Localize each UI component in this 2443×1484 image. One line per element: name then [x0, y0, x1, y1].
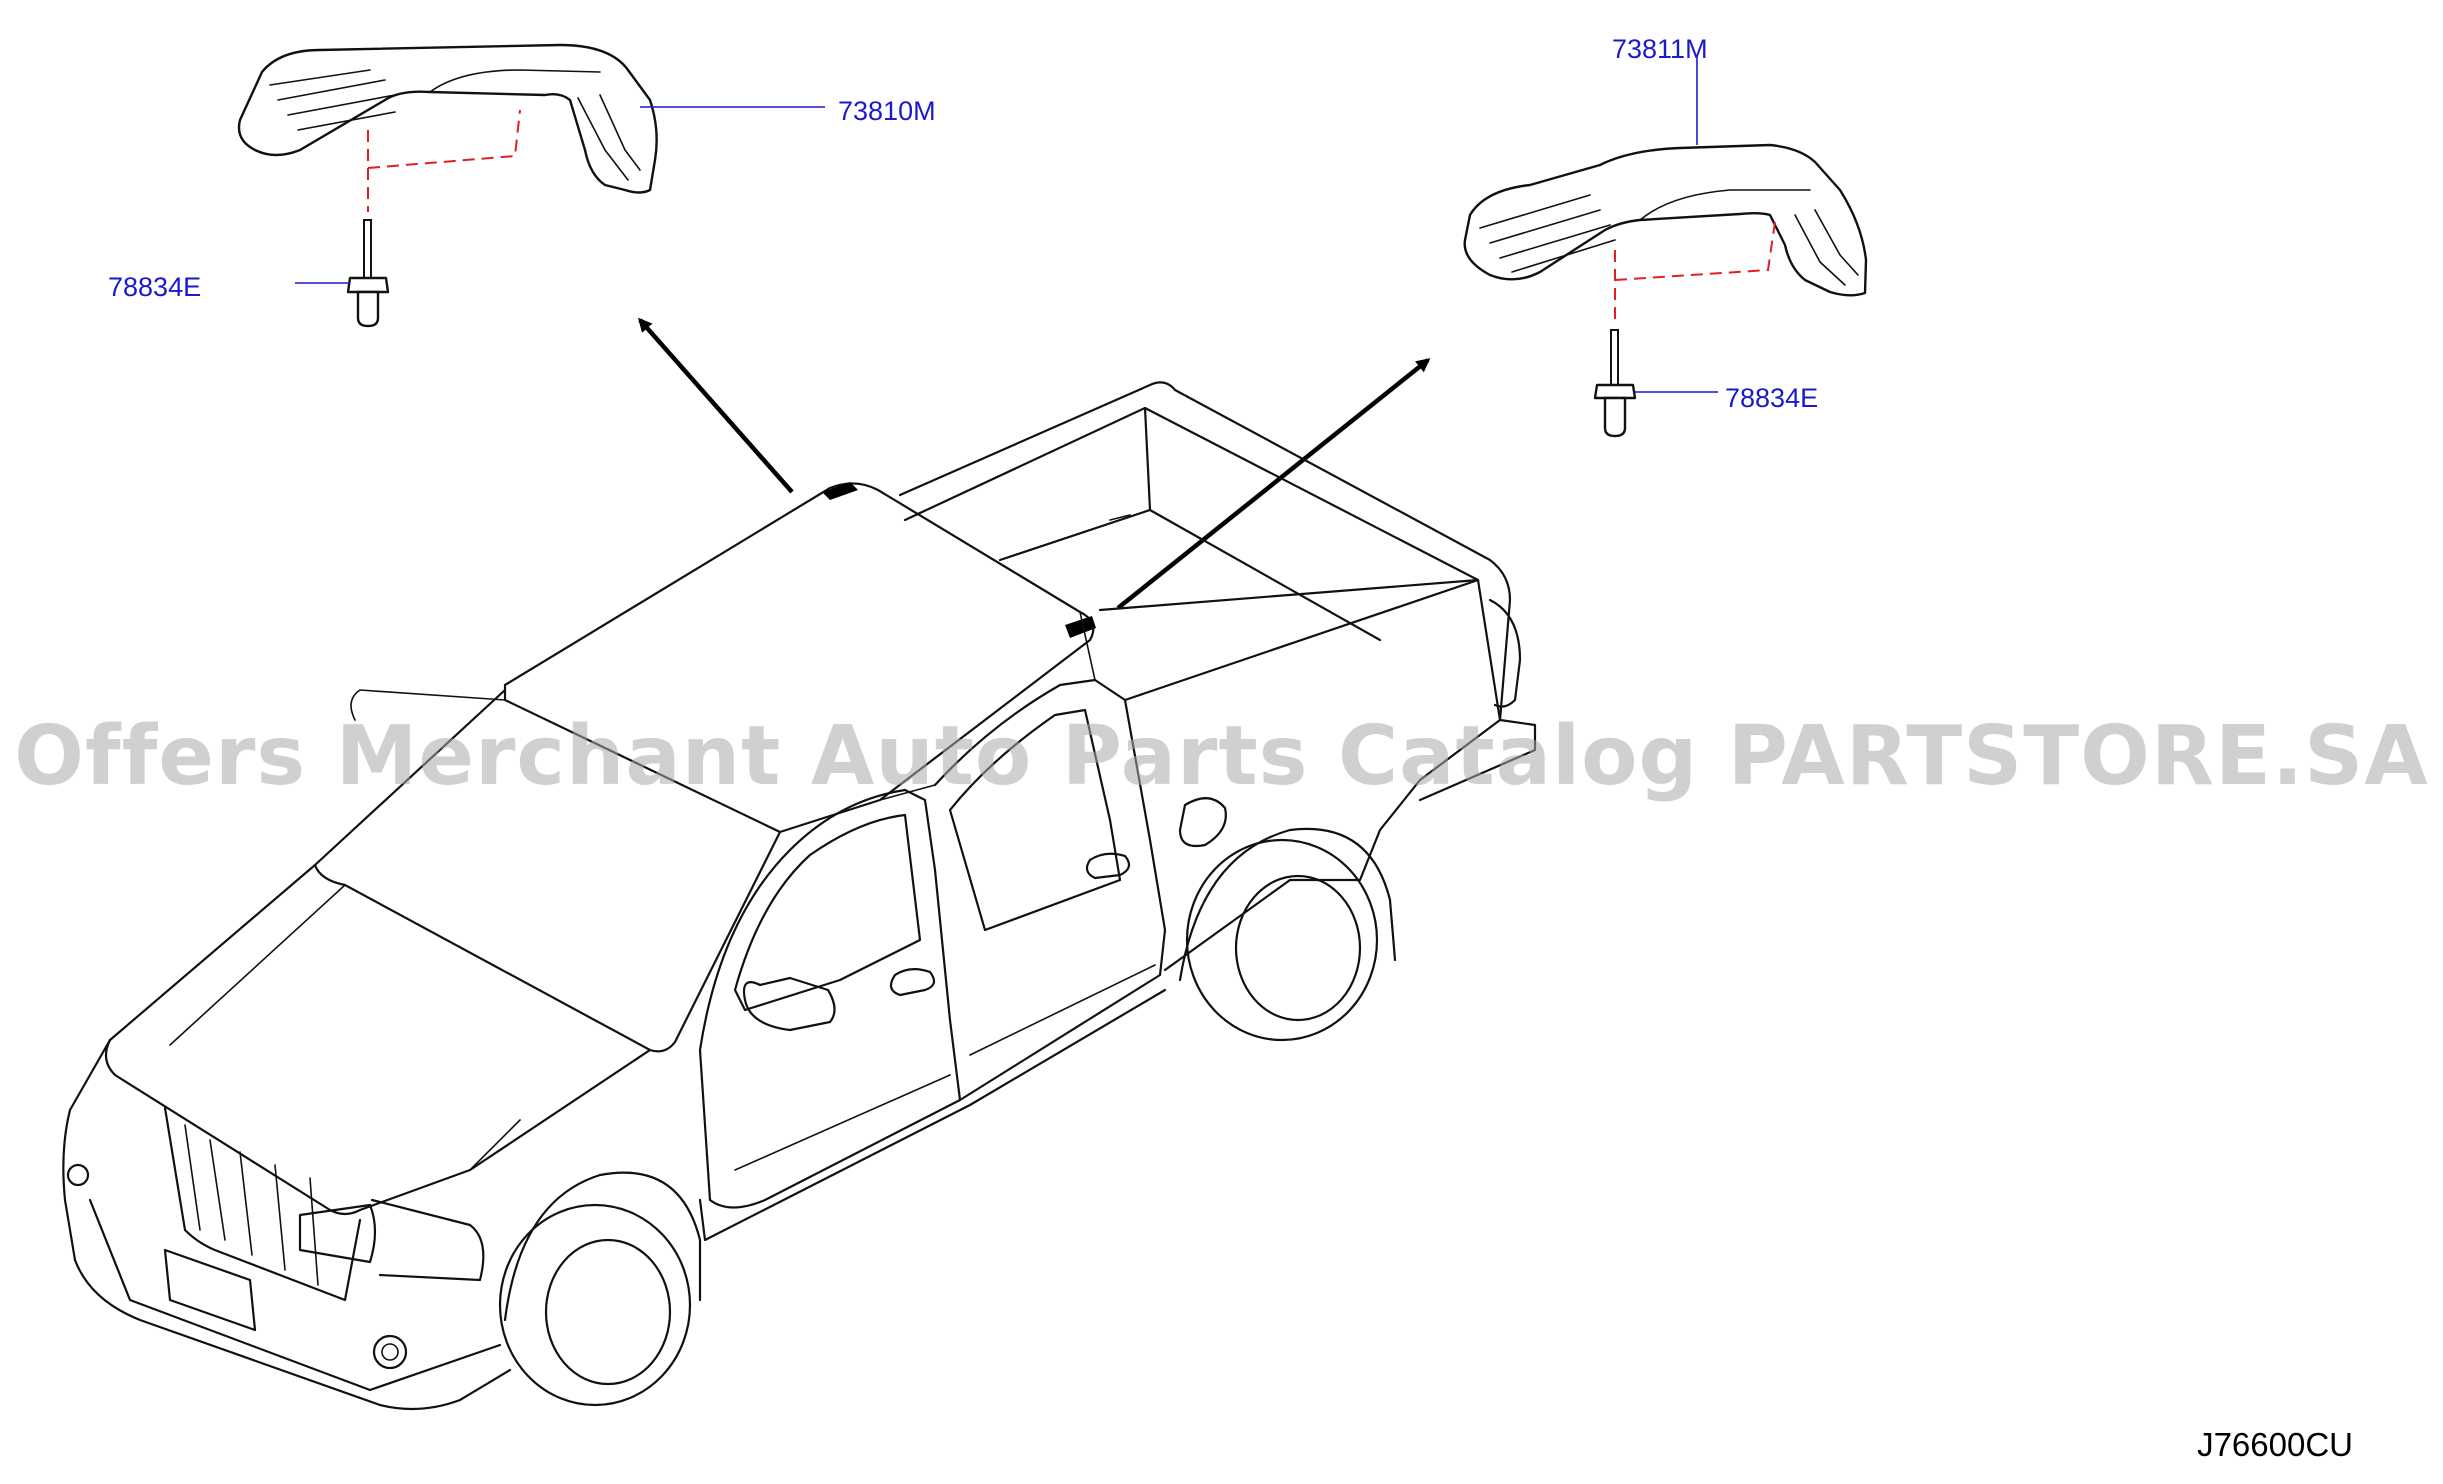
leader-lines — [295, 55, 1718, 393]
part-label-73810m[interactable]: 73810M — [838, 96, 936, 126]
pickup-truck-outline-icon — [62, 381, 1537, 1411]
diagram-code: J76600CU — [2197, 1426, 2353, 1463]
clip-fastener-left-icon — [346, 219, 390, 328]
part-label-73811m[interactable]: 73811M — [1612, 34, 1708, 64]
part-label-78834e-left[interactable]: 78834E — [108, 272, 202, 302]
watermark-text: Offers Merchant Auto Parts Catalog PARTS… — [14, 709, 2429, 804]
guide-line-right — [1614, 221, 1776, 320]
part-label-78834e-right[interactable]: 78834E — [1725, 383, 1819, 413]
guide-line-left — [367, 109, 521, 212]
clip-fastener-right-icon — [1593, 329, 1637, 438]
roof-rail-cover-right-icon — [1463, 143, 1868, 297]
roof-rail-cover-left-icon — [237, 43, 658, 194]
direction-arrows — [638, 317, 1431, 610]
